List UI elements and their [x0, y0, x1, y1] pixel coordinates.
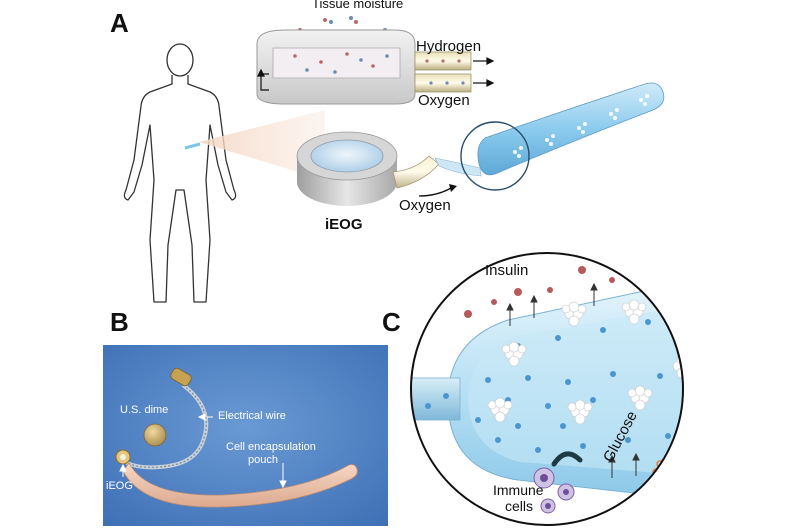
- ieog-photo-label: iEOG: [106, 480, 133, 492]
- connector-tube: [392, 155, 482, 197]
- pouch-label-2: pouch: [248, 454, 278, 466]
- oxygen-label-top: Oxygen: [418, 92, 470, 109]
- dime-label: U.S. dime: [120, 404, 169, 416]
- tissue-moisture-label: Tissue moisture: [312, 0, 404, 11]
- pouch-closeup: [410, 252, 684, 526]
- panel-label-c: C: [382, 307, 401, 337]
- panel-label-b: B: [110, 307, 129, 337]
- immune-cells-label-2: cells: [505, 498, 534, 514]
- insulin-label: Insulin: [485, 262, 529, 279]
- wire-label: Electrical wire: [218, 410, 286, 422]
- device-photo: [103, 345, 388, 526]
- ieog-label: iEOG: [325, 216, 363, 233]
- oxygen-dots: [425, 319, 671, 453]
- electrolysis-cross-section: [256, 16, 495, 105]
- immune-cells: [533, 451, 583, 514]
- oxygen-flow-label: Oxygen: [399, 197, 451, 214]
- panel-label-a: A: [110, 8, 129, 38]
- hydrogen-label: Hydrogen: [416, 38, 482, 55]
- human-silhouette: [123, 43, 237, 303]
- immune-cells-label-1: Immune: [493, 482, 544, 498]
- pouch-label-1: Cell encapsulation: [226, 441, 316, 453]
- encapsulation-pouch-a: [460, 82, 665, 191]
- ieog-device: [296, 131, 398, 206]
- zoom-cone: [199, 110, 325, 180]
